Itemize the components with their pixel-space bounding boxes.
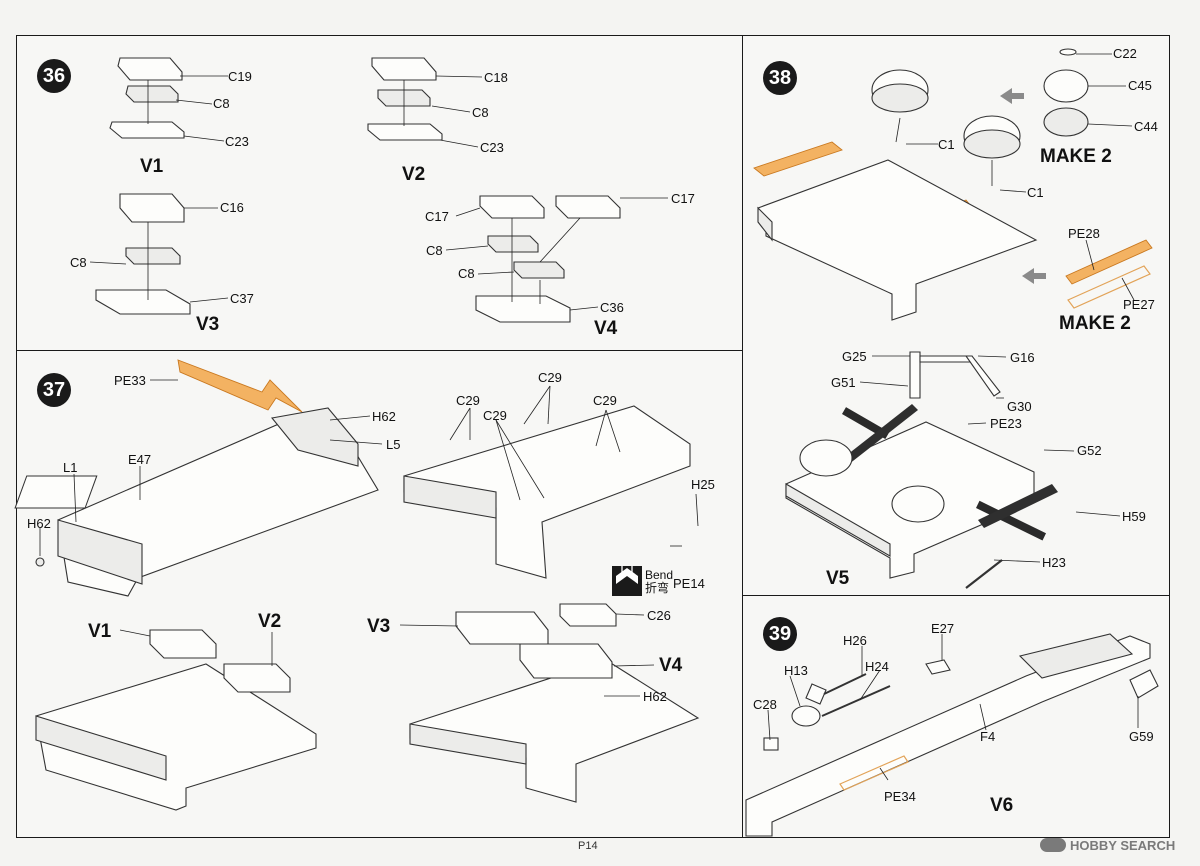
step36-v2-parts [367,57,483,148]
make-2-note: MAKE 2 [1040,146,1112,167]
part-label-pe14: PE14 [673,576,705,591]
step-number-37: 37 [37,373,71,407]
part-label-g52: G52 [1077,443,1102,458]
part-label-c1: C1 [1027,185,1044,200]
part-label-h62: H62 [27,516,51,531]
part-label-g16: G16 [1010,350,1035,365]
step37-hull-right [403,385,699,579]
part-label-pe34: PE34 [884,789,916,804]
part-label-pe23: PE23 [990,416,1022,431]
variant-label-v1: V1 [140,156,164,177]
part-label-h59: H59 [1122,509,1146,524]
part-label-c23: C23 [480,140,504,155]
step-number-36: 36 [37,59,71,93]
part-label-h26: H26 [843,633,867,648]
part-label-pe33: PE33 [114,373,146,388]
variant-label-v4: V4 [594,318,618,339]
part-label-c1: C1 [938,137,955,152]
part-label-c28: C28 [753,697,777,712]
page-number: P14 [578,840,598,852]
variant-label-v2: V2 [402,164,426,185]
part-label-c29: C29 [456,393,480,408]
part-label-c17: C17 [671,191,695,206]
step36-v4-parts [445,195,668,323]
part-label-e47: E47 [128,452,152,467]
part-label-c23: C23 [225,134,249,149]
part-label-c8: C8 [213,96,230,111]
variant-label-v6: V6 [990,795,1014,816]
step37-lower-left [35,629,317,811]
variant-label-v1: V1 [88,621,112,642]
part-label-l5: L5 [386,437,401,452]
part-label-e27: E27 [931,621,955,636]
watermark-logo-icon [1040,838,1066,852]
variant-label-v4: V4 [659,655,683,676]
variant-label-v3: V3 [367,616,391,637]
part-label-pe28: PE28 [1068,226,1100,241]
bend-instruction: Bend 折弯 [645,569,673,595]
part-label-c8: C8 [70,255,87,270]
part-label-g30: G30 [1007,399,1032,414]
part-label-c8: C8 [458,266,475,281]
make-2-note: MAKE 2 [1059,313,1131,334]
step38-v5-hull [785,351,1121,589]
part-label-h13: H13 [784,663,808,678]
part-label-c19: C19 [228,69,252,84]
step37-hull-left [14,359,383,597]
part-label-h23: H23 [1042,555,1066,570]
part-label-c44: C44 [1134,119,1158,134]
bend-label-zh: 折弯 [645,581,670,595]
part-label-l1: L1 [63,460,78,475]
part-label-pe27: PE27 [1123,297,1155,312]
part-label-h62: H62 [643,689,667,704]
part-label-c36: C36 [600,300,624,315]
part-label-c29: C29 [483,408,507,423]
step38-upper-hull [753,48,1153,321]
part-label-g51: G51 [831,375,856,390]
step39-parts [745,633,1159,837]
part-label-c16: C16 [220,200,244,215]
step36-v1-parts [109,57,228,142]
step-number-39: 39 [763,617,797,651]
watermark: HOBBY SEARCH [1070,838,1176,853]
step-number-38: 38 [763,61,797,95]
variant-label-v2: V2 [258,611,282,632]
bend-symbol [612,566,642,596]
step37-lower-right [399,603,700,803]
variant-label-v5: V5 [826,568,850,589]
part-label-h24: H24 [865,659,889,674]
part-label-c29: C29 [538,370,562,385]
part-label-c17: C17 [425,209,449,224]
part-label-h25: H25 [691,477,715,492]
part-label-f4: F4 [980,729,996,744]
part-label-c26: C26 [647,608,671,623]
part-label-g25: G25 [842,349,867,364]
step36-v3-parts [89,193,229,315]
variant-label-v3: V3 [196,314,220,335]
part-label-c22: C22 [1113,46,1137,61]
part-label-g59: G59 [1129,729,1154,744]
part-label-c37: C37 [230,291,254,306]
part-label-c18: C18 [484,70,508,85]
part-label-c8: C8 [472,105,489,120]
part-label-c8: C8 [426,243,443,258]
part-label-c45: C45 [1128,78,1152,93]
part-label-c29: C29 [593,393,617,408]
bend-label-en: Bend [645,568,674,582]
part-label-h62: H62 [372,409,396,424]
